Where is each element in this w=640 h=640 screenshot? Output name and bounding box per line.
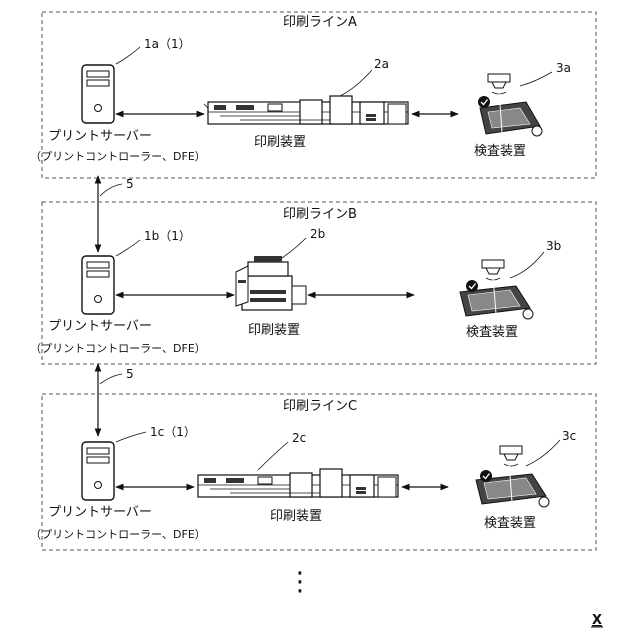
server-b-ref: 1b（1） — [144, 229, 191, 243]
server-c-ref: 1c（1） — [150, 425, 196, 439]
print-line-a: 印刷ラインA 1a（1） プリントサーバー （プリントコントローラー、DFE） — [30, 12, 596, 178]
printing-device-a-icon — [204, 96, 408, 124]
print-line-c: 印刷ラインC 1c（1） プリントサーバー （プリントコントローラー、DFE） — [30, 394, 596, 550]
inspect-a-ref: 3a — [556, 61, 571, 75]
printer-c-label: 印刷装置 — [270, 509, 322, 524]
printing-device-b-icon — [236, 256, 306, 310]
line-a-title: 印刷ラインA — [283, 15, 357, 30]
printer-a-ref: 2a — [374, 57, 389, 71]
line-c-title: 印刷ラインC — [283, 399, 357, 414]
inspect-c-ref: 3c — [562, 429, 576, 443]
inspection-device-c-icon — [476, 446, 549, 507]
printing-device-c-icon — [198, 469, 398, 497]
inspect-c-label: 検査装置 — [484, 516, 536, 531]
printer-b-label: 印刷装置 — [248, 323, 300, 338]
server-c-label: プリントサーバー — [48, 505, 152, 520]
line-b-title: 印刷ラインB — [283, 207, 357, 222]
print-server-b-icon — [82, 256, 114, 314]
inspect-b-label: 検査装置 — [466, 325, 518, 340]
server-a-sublabel: （プリントコントローラー、DFE） — [30, 150, 206, 163]
continuation-dots: ⋮ — [287, 567, 313, 597]
server-b-sublabel: （プリントコントローラー、DFE） — [30, 342, 206, 355]
server-b-label: プリントサーバー — [48, 319, 152, 334]
server-a-ref: 1a（1） — [144, 37, 191, 51]
server-a-label: プリントサーバー — [48, 129, 152, 144]
inspection-device-a-icon — [478, 74, 542, 136]
network-label-2: 5 — [126, 367, 134, 381]
print-server-c-icon — [82, 442, 114, 500]
inspect-a-label: 検査装置 — [474, 144, 526, 159]
printer-c-ref: 2c — [292, 431, 306, 445]
printer-b-ref: 2b — [310, 227, 325, 241]
network-label-1: 5 — [126, 177, 134, 191]
print-line-b: 印刷ラインB 1b（1） プリントサーバー （プリントコントローラー、DFE） … — [30, 202, 596, 364]
inspect-b-ref: 3b — [546, 239, 561, 253]
inspection-device-b-icon — [460, 260, 533, 319]
corner-mark: X — [592, 613, 602, 628]
print-server-a-icon — [82, 65, 114, 123]
printer-a-label: 印刷装置 — [254, 135, 306, 150]
server-c-sublabel: （プリントコントローラー、DFE） — [30, 528, 206, 541]
